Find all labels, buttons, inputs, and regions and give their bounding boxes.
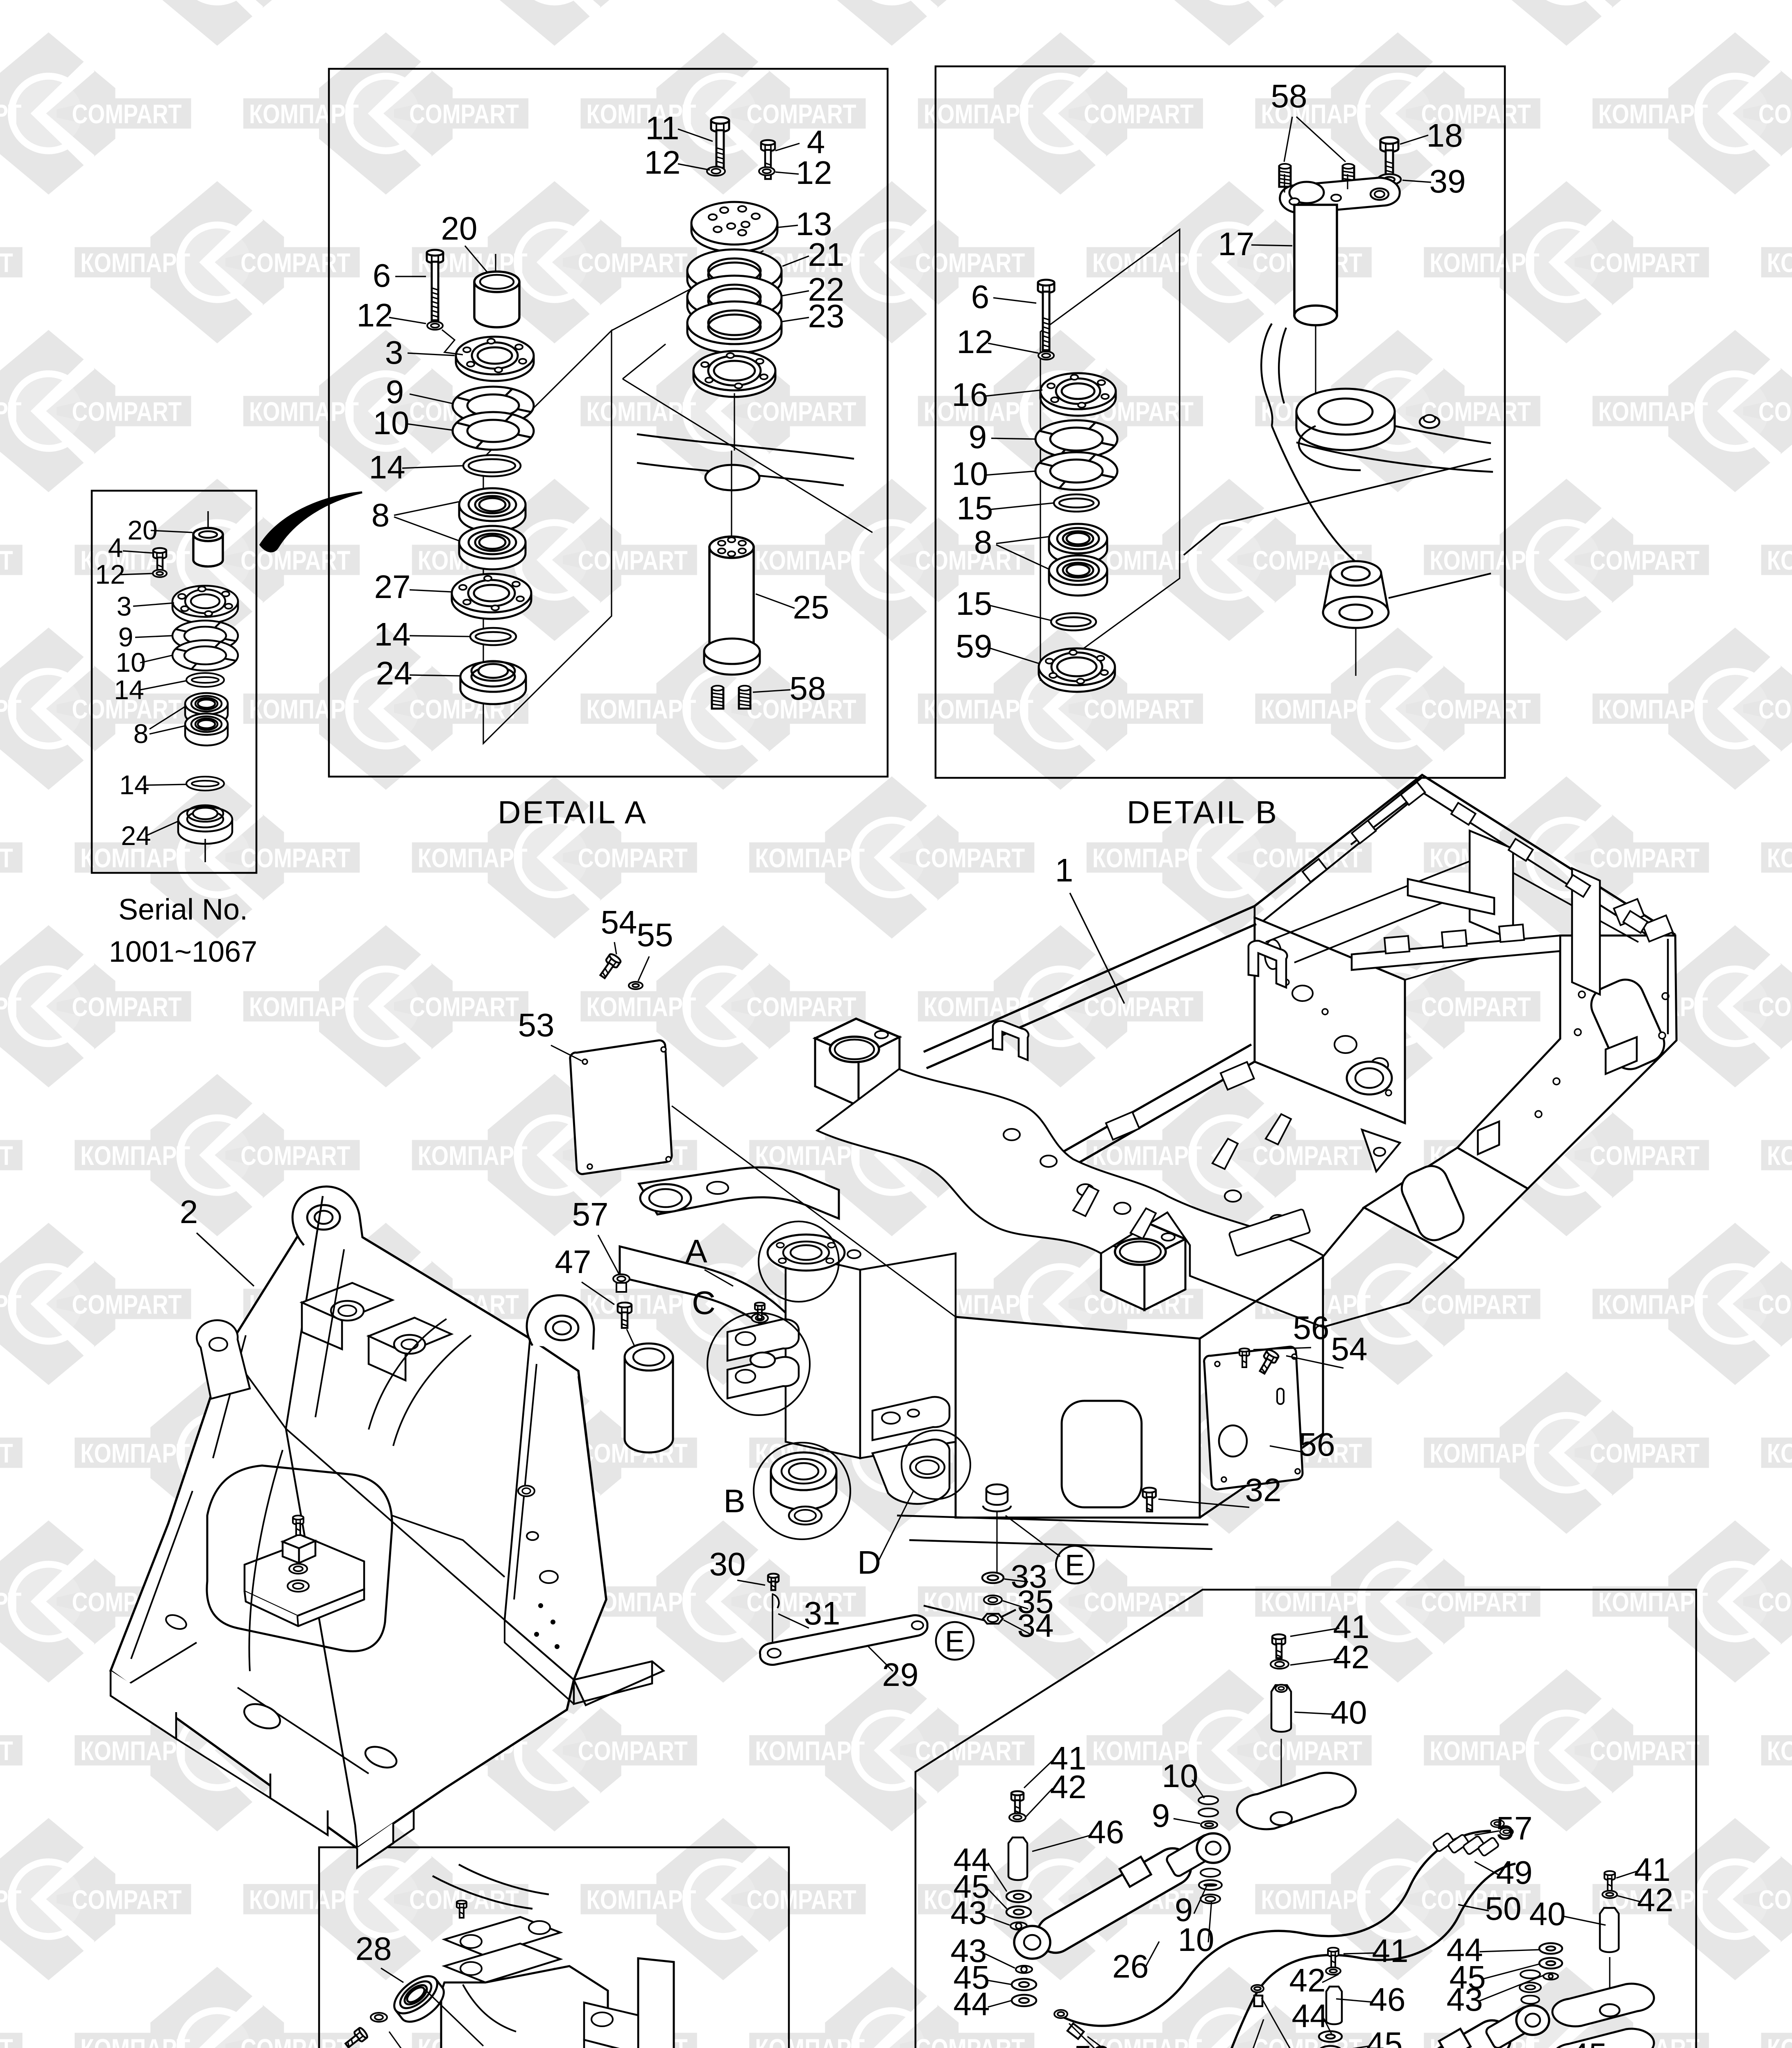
svg-text:1: 1 (1055, 852, 1074, 888)
svg-text:28: 28 (356, 1930, 392, 1967)
svg-text:9: 9 (1175, 1892, 1193, 1928)
svg-text:9: 9 (118, 622, 134, 652)
svg-text:16: 16 (952, 376, 988, 413)
svg-text:20: 20 (441, 210, 478, 247)
svg-text:46: 46 (1369, 1981, 1406, 2018)
svg-text:57: 57 (572, 1196, 609, 1232)
svg-text:59: 59 (956, 628, 992, 664)
svg-text:40: 40 (1331, 1694, 1367, 1731)
svg-text:29: 29 (882, 1656, 919, 1693)
svg-text:34: 34 (1017, 1607, 1054, 1644)
svg-text:Serial No.: Serial No. (118, 893, 248, 926)
svg-text:4: 4 (108, 532, 123, 563)
svg-text:B: B (723, 1483, 745, 1519)
svg-text:42: 42 (1333, 1639, 1370, 1675)
svg-text:47: 47 (555, 1244, 591, 1280)
svg-text:58: 58 (790, 670, 826, 707)
svg-text:43: 43 (951, 1894, 987, 1931)
svg-text:3: 3 (117, 591, 132, 621)
svg-text:12: 12 (357, 297, 393, 333)
svg-text:24: 24 (376, 655, 412, 691)
svg-text:56: 56 (1293, 1309, 1330, 1346)
svg-text:26: 26 (1112, 1948, 1149, 1985)
svg-text:30: 30 (709, 1546, 746, 1582)
svg-text:41: 41 (1634, 1851, 1671, 1888)
svg-text:40: 40 (1529, 1896, 1566, 1932)
svg-text:57: 57 (1496, 1810, 1533, 1846)
svg-text:25: 25 (793, 589, 829, 625)
svg-text:12: 12 (957, 324, 993, 360)
svg-text:22: 22 (808, 271, 845, 308)
svg-text:8: 8 (372, 497, 390, 533)
svg-text:4: 4 (807, 124, 825, 160)
svg-text:10: 10 (952, 455, 988, 492)
svg-text:33: 33 (1011, 1558, 1047, 1595)
svg-text:54: 54 (601, 904, 637, 940)
svg-text:14: 14 (374, 616, 411, 652)
svg-text:31: 31 (804, 1595, 840, 1631)
svg-text:45: 45 (1571, 2037, 1607, 2048)
svg-text:12: 12 (796, 154, 832, 191)
svg-text:46: 46 (1088, 1814, 1124, 1850)
svg-text:45: 45 (954, 1959, 990, 1996)
svg-text:12: 12 (644, 144, 681, 181)
svg-text:21: 21 (808, 236, 845, 273)
svg-text:11: 11 (645, 110, 679, 146)
svg-text:44: 44 (1292, 1998, 1328, 2034)
svg-text:17: 17 (1218, 226, 1255, 262)
svg-text:32: 32 (1245, 1472, 1282, 1508)
svg-text:39: 39 (1430, 163, 1466, 199)
svg-text:15: 15 (957, 490, 993, 526)
svg-text:43: 43 (1447, 1981, 1483, 2018)
svg-text:43: 43 (951, 1932, 987, 1969)
svg-text:18: 18 (1427, 117, 1463, 154)
svg-text:54: 54 (1331, 1331, 1368, 1367)
svg-text:44: 44 (954, 1986, 990, 2022)
svg-text:41: 41 (1050, 1740, 1087, 1776)
svg-text:13: 13 (796, 206, 832, 242)
svg-text:9: 9 (1152, 1797, 1170, 1834)
svg-text:56: 56 (1299, 1426, 1335, 1463)
svg-text:42: 42 (1637, 1882, 1674, 1918)
svg-text:8: 8 (974, 524, 992, 560)
svg-text:DETAIL B: DETAIL B (1127, 794, 1278, 830)
svg-text:D: D (857, 1544, 881, 1581)
svg-text:10: 10 (1162, 1758, 1198, 1794)
svg-text:15: 15 (956, 585, 992, 622)
svg-text:C: C (692, 1285, 716, 1321)
svg-text:52: 52 (1074, 2039, 1110, 2048)
svg-text:44: 44 (1447, 1932, 1483, 1968)
svg-text:45: 45 (1450, 1959, 1486, 1996)
svg-text:58: 58 (1271, 78, 1307, 114)
svg-text:42: 42 (1289, 1962, 1326, 1998)
svg-text:E: E (945, 1625, 965, 1658)
svg-text:DETAIL A: DETAIL A (498, 794, 648, 830)
svg-text:27: 27 (374, 569, 411, 605)
svg-text:50: 50 (1485, 1890, 1522, 1927)
svg-text:35: 35 (1017, 1584, 1054, 1620)
svg-text:1001~1067: 1001~1067 (109, 936, 257, 968)
svg-text:55: 55 (637, 917, 673, 953)
svg-text:6: 6 (971, 279, 990, 315)
svg-text:41: 41 (1372, 1932, 1409, 1969)
svg-text:42: 42 (1050, 1769, 1087, 1805)
svg-text:41: 41 (1333, 1608, 1370, 1645)
svg-text:37: 37 (401, 2046, 437, 2048)
svg-text:6: 6 (373, 257, 391, 294)
svg-text:2: 2 (180, 1194, 198, 1230)
svg-text:45: 45 (1366, 2025, 1403, 2048)
svg-text:49: 49 (1496, 1854, 1533, 1891)
svg-text:53: 53 (518, 1007, 555, 1043)
svg-text:44: 44 (954, 1842, 990, 1878)
svg-text:E: E (1065, 1549, 1085, 1582)
svg-text:10: 10 (373, 405, 410, 441)
svg-text:3: 3 (385, 334, 403, 371)
svg-text:A: A (685, 1233, 707, 1269)
svg-text:9: 9 (386, 374, 404, 410)
svg-text:14: 14 (369, 449, 406, 485)
svg-text:23: 23 (808, 298, 845, 334)
svg-text:9: 9 (969, 419, 987, 455)
svg-text:45: 45 (954, 1868, 990, 1905)
svg-text:8: 8 (134, 718, 149, 749)
